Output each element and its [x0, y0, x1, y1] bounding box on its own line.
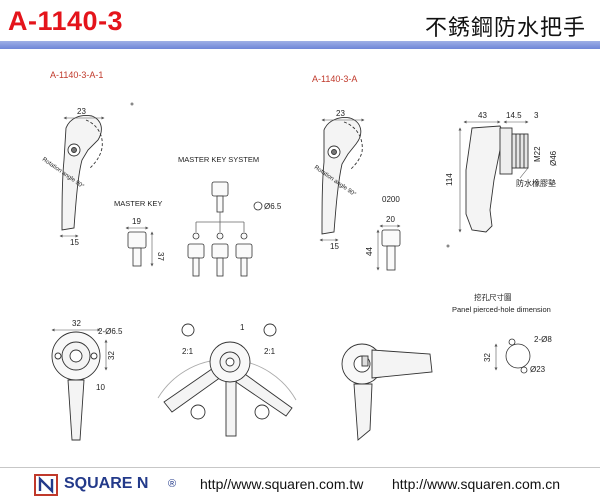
- header-bar: [0, 41, 600, 49]
- dim-23-a: 23: [336, 109, 345, 118]
- ratio-label-2: 2:1: [264, 347, 276, 356]
- mark-label-1: 1: [240, 323, 245, 332]
- master-key-tree: [187, 181, 253, 277]
- dim-19: 19: [132, 217, 141, 226]
- dim-46: Ø46: [549, 150, 558, 166]
- dim-20: 20: [386, 215, 395, 224]
- panel-title-en: Panel pierced-hole dimension: [452, 305, 551, 314]
- panel-title-cn: 挖孔尺寸圖: [474, 292, 512, 302]
- footer-divider: [0, 467, 600, 468]
- panel-hole-drawing: [505, 338, 531, 374]
- dim-10: 10: [96, 383, 105, 392]
- header: A-1140-3 不銹鋼防水把手: [0, 0, 600, 44]
- dim-114: 114: [445, 173, 454, 186]
- dim-23-c: Ø23: [530, 365, 546, 374]
- rotation-diagram: [157, 323, 297, 437]
- handle-side-view: [465, 125, 529, 233]
- url-tw[interactable]: http//www.squaren.com.tw: [200, 476, 364, 492]
- dim-14-5: 14.5: [506, 111, 522, 120]
- dim-6-5: Ø6.5: [264, 202, 282, 211]
- handle-a-front: [321, 117, 363, 235]
- brand-logo-icon: [34, 474, 58, 496]
- dim-3: 3: [534, 111, 539, 120]
- master-key-drawing: [127, 231, 147, 267]
- dim-23-a1: 23: [77, 107, 86, 116]
- handle-back-view: [51, 331, 101, 441]
- dim-43: 43: [478, 111, 487, 120]
- dim-2-8: 2-Ø8: [534, 335, 552, 344]
- dim-37: 37: [156, 252, 165, 261]
- product-code: A-1140-3: [8, 6, 124, 36]
- product-title: 不銹鋼防水把手: [424, 16, 586, 41]
- handle-front-key-view: [341, 343, 433, 441]
- brand-name: SQUARE N: [64, 475, 149, 492]
- url-cn[interactable]: http://www.squaren.com.cn: [392, 476, 561, 492]
- dim-32-c: 32: [483, 353, 492, 362]
- view-a1-label: A-1140-3-A-1: [50, 70, 103, 80]
- registered-mark: ®: [168, 478, 177, 490]
- dim-m22: M22: [533, 146, 542, 162]
- dim-32-a: 32: [72, 319, 81, 328]
- dim-15-a1: 15: [70, 238, 79, 247]
- dim-15-a: 15: [330, 242, 339, 251]
- key-code-label: 0200: [382, 195, 400, 204]
- gasket-label: 防水橡膠墊: [516, 178, 556, 188]
- handle-a1-front: [61, 115, 103, 231]
- dim-2-6-5: 2-Ø6.5: [98, 327, 123, 336]
- master-key-label: MASTER KEY: [114, 199, 162, 208]
- technical-drawing: A-1140-3-A-1 A-1140-3-A 23 15 Rotation a…: [41, 70, 558, 441]
- view-a-label: A-1140-3-A: [312, 74, 357, 84]
- key-0200-drawing: [381, 229, 401, 271]
- footer: SQUARE N ® http//www.squaren.com.tw http…: [0, 470, 600, 500]
- ratio-label-1: 2:1: [182, 347, 194, 356]
- dim-44: 44: [365, 247, 374, 256]
- master-key-system-label: MASTER KEY SYSTEM: [178, 155, 259, 164]
- dim-32-b: 32: [107, 351, 116, 360]
- hole-6-5-symbol: [253, 201, 263, 211]
